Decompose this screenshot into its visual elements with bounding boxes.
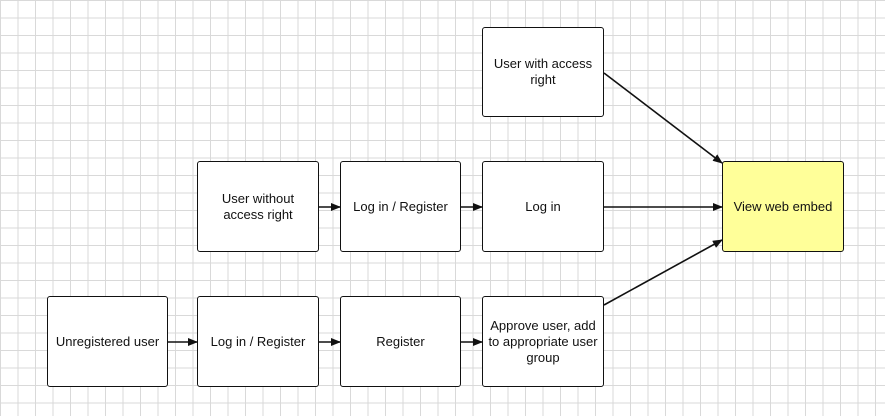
node-approve-user: Approve user, add to appropriate user gr… <box>482 296 604 387</box>
node-label: Approve user, add to appropriate user gr… <box>488 317 598 365</box>
node-view-web-embed: View web embed <box>722 161 844 252</box>
node-label: View web embed <box>733 198 833 214</box>
node-user-with-access: User with access right <box>482 27 604 117</box>
node-unregistered-user: Unregistered user <box>47 296 168 387</box>
arrow-approve-to-view-embed <box>603 239 723 306</box>
node-label: Log in / Register <box>353 198 448 214</box>
node-login-register-middle: Log in / Register <box>340 161 461 252</box>
node-label: Log in <box>525 198 561 214</box>
node-label: Log in / Register <box>210 333 306 349</box>
node-user-without-access: User without access right <box>197 161 319 252</box>
node-label: Register <box>376 333 425 349</box>
node-login: Log in <box>482 161 604 252</box>
node-login-register-bottom: Log in / Register <box>197 296 319 387</box>
node-label: User with access right <box>493 56 593 87</box>
node-register: Register <box>340 296 461 387</box>
arrow-user-with-access-to-view-embed <box>603 72 723 164</box>
node-label: User without access right <box>221 190 295 222</box>
node-label: Unregistered user <box>55 333 160 349</box>
